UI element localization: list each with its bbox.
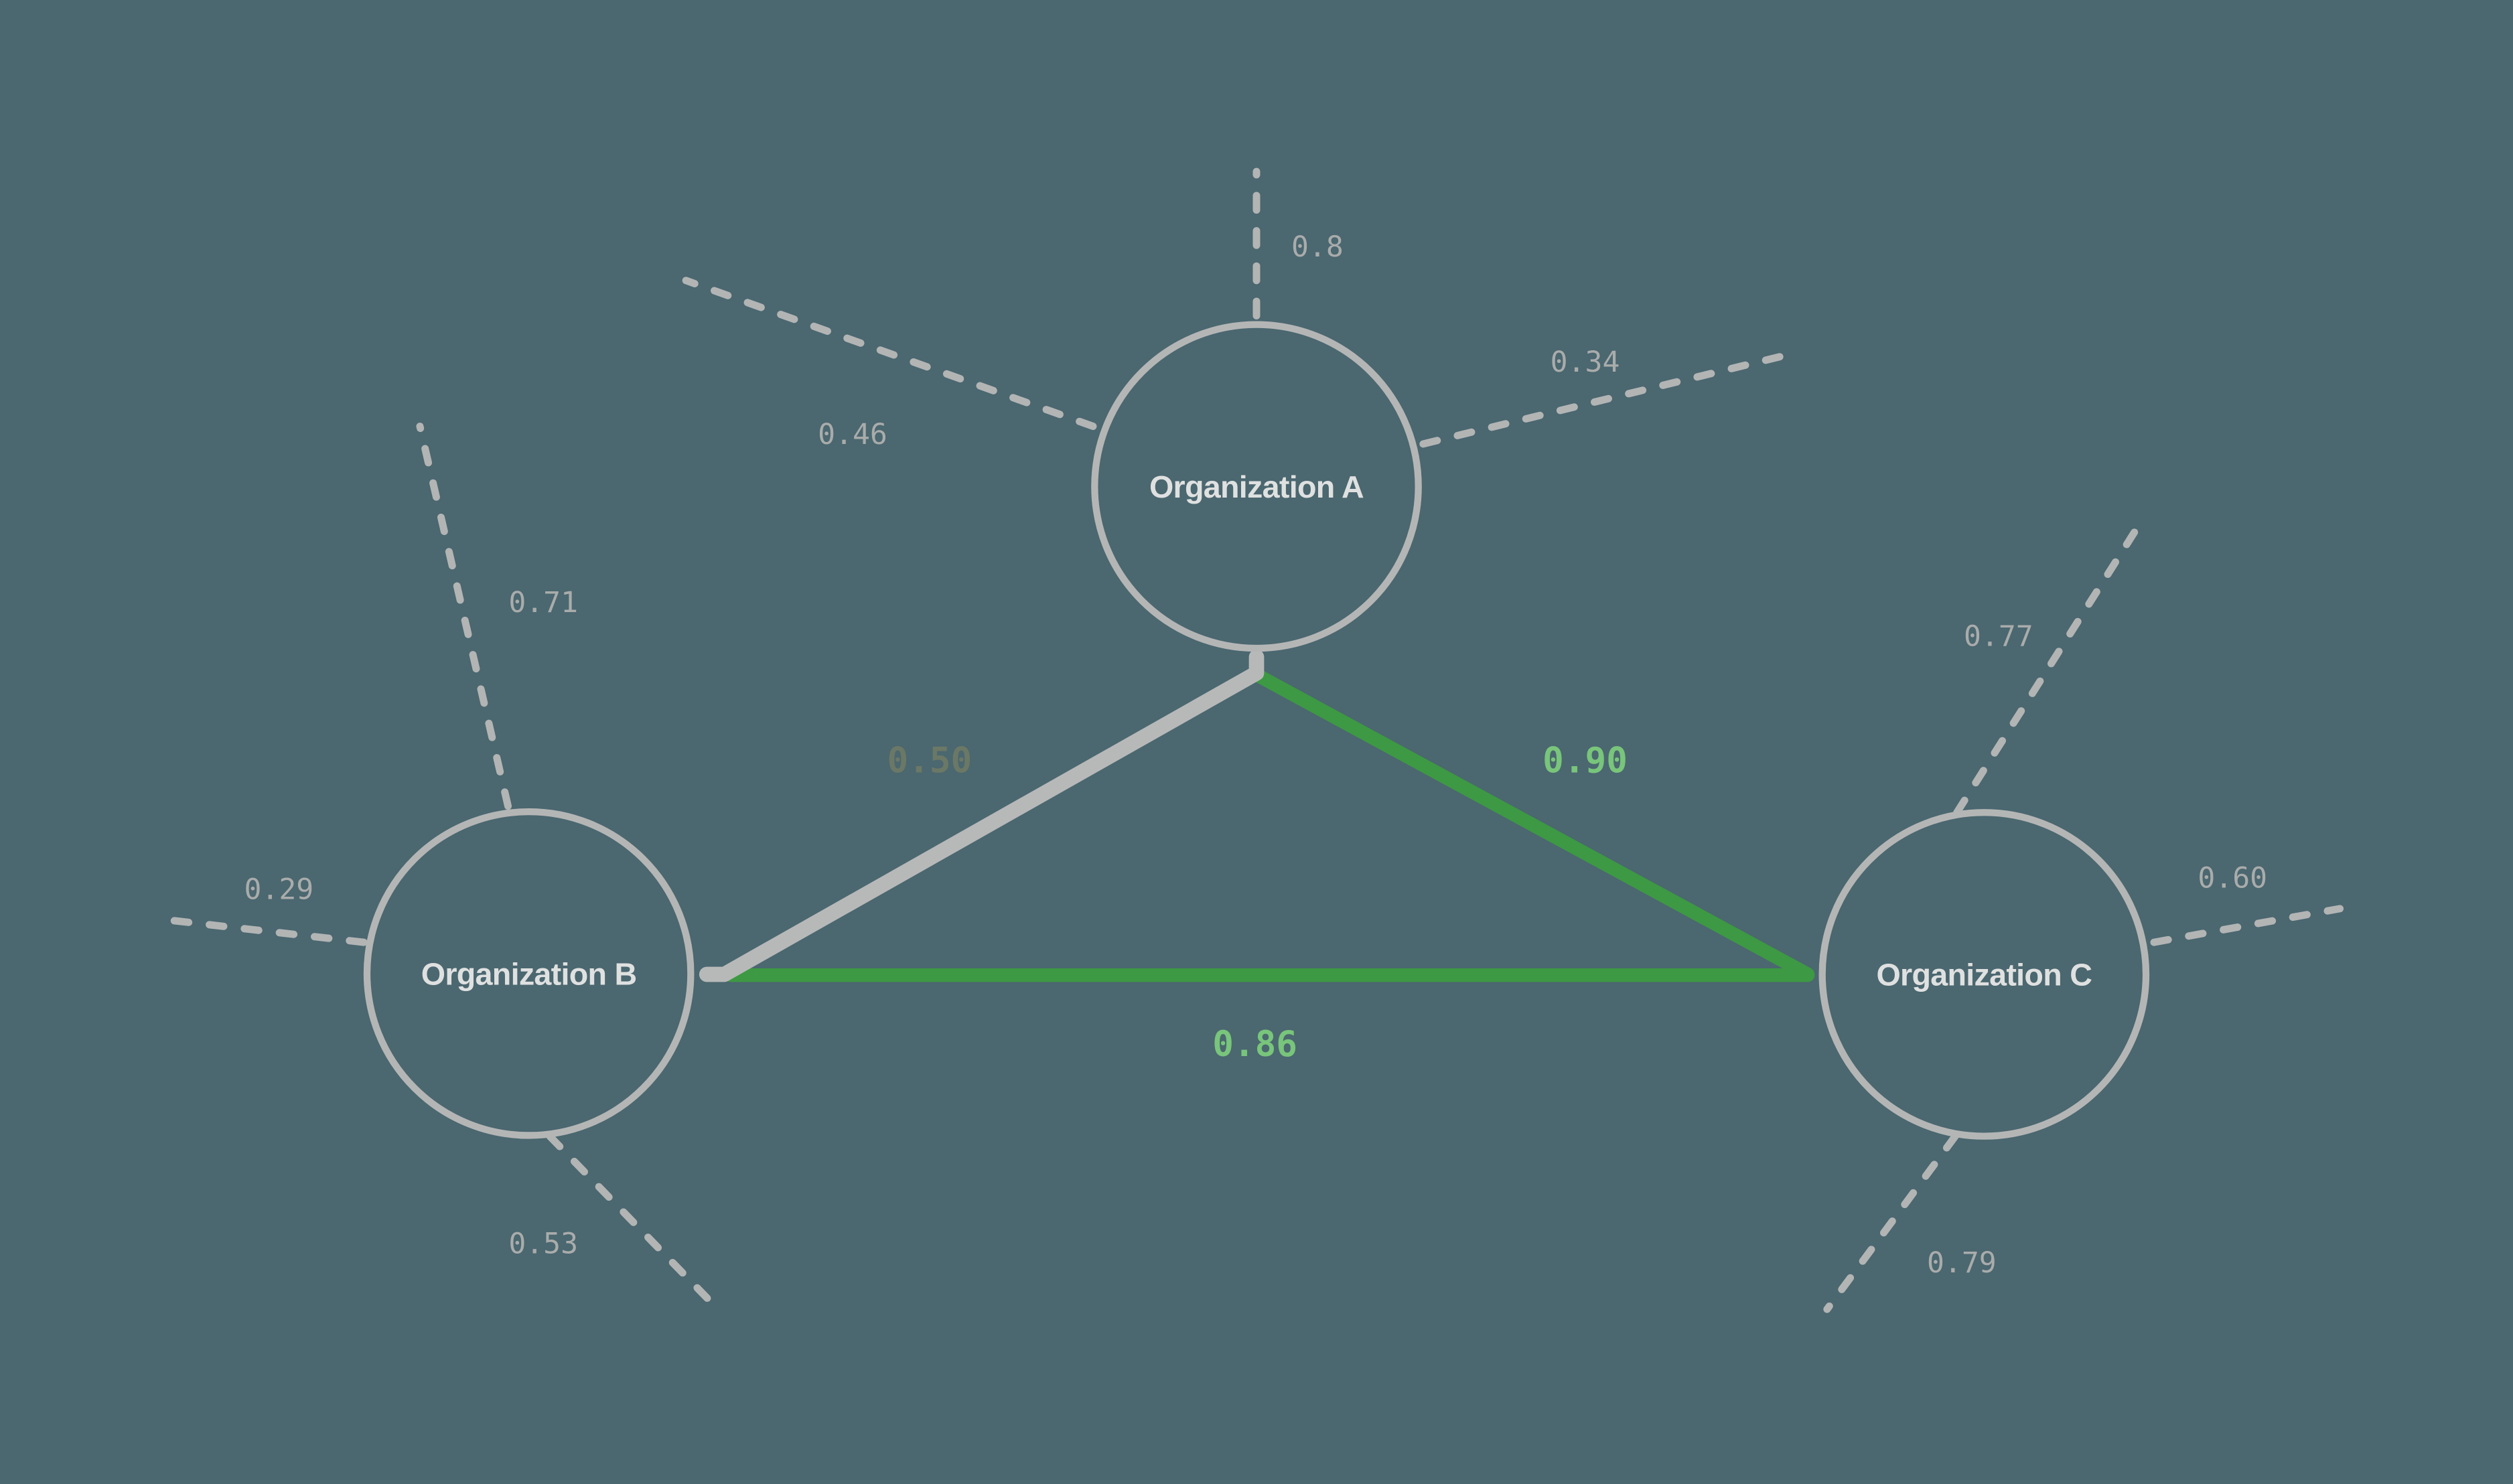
edges-group — [699, 649, 1815, 982]
dashed-link-b-bottom — [546, 1132, 722, 1313]
dashed-weight-label: 0.60 — [2198, 862, 2267, 895]
dashed-link-c-top — [1953, 520, 2143, 816]
dashed-link-b-left — [163, 916, 368, 946]
edge-a-c[interactable] — [1249, 668, 1815, 982]
dashed-weight-label: 0.53 — [508, 1227, 578, 1260]
dashed-weight-label: 0.34 — [1551, 346, 1620, 379]
node-label-organization-b: Organization B — [421, 957, 637, 992]
dashed-weight-label: 0.79 — [1927, 1246, 1997, 1280]
dashed-link-a-upper-left — [682, 277, 1097, 431]
nodes-group: Organization A Organization B Organizati… — [363, 321, 2150, 1140]
edge-labels-group: 0.50 0.90 0.86 — [887, 740, 1627, 1065]
node-organization-a[interactable] — [1091, 321, 1422, 652]
node-organization-b[interactable] — [363, 808, 695, 1139]
dashed-weight-label: 0.46 — [818, 418, 887, 451]
dashed-link-a-upper-right — [1419, 350, 1794, 448]
dashed-link-c-bottom — [1823, 1132, 1959, 1313]
dashed-link-c-right — [2150, 905, 2344, 946]
dashed-links-group — [163, 167, 2344, 1313]
edge-weight-label-a-c: 0.90 — [1542, 740, 1628, 781]
dashed-link-b-top — [416, 423, 512, 810]
edge-weight-label-a-b: 0.50 — [887, 740, 972, 781]
node-organization-c[interactable] — [1818, 809, 2150, 1140]
edge-a-b[interactable] — [699, 649, 1265, 982]
dashed-weight-label: 0.29 — [244, 873, 313, 907]
dashed-weight-label: 0.77 — [1964, 619, 2033, 653]
node-label-organization-c: Organization C — [1876, 958, 2092, 992]
dashed-link-labels-group: 0.8 0.46 0.34 0.71 0.29 0.53 0.77 0.60 0… — [244, 230, 2267, 1280]
edge-weight-label-b-c: 0.86 — [1212, 1024, 1297, 1065]
node-label-organization-a: Organization A — [1149, 469, 1364, 504]
dashed-weight-label: 0.8 — [1291, 230, 1344, 264]
dashed-weight-label: 0.71 — [508, 586, 578, 619]
